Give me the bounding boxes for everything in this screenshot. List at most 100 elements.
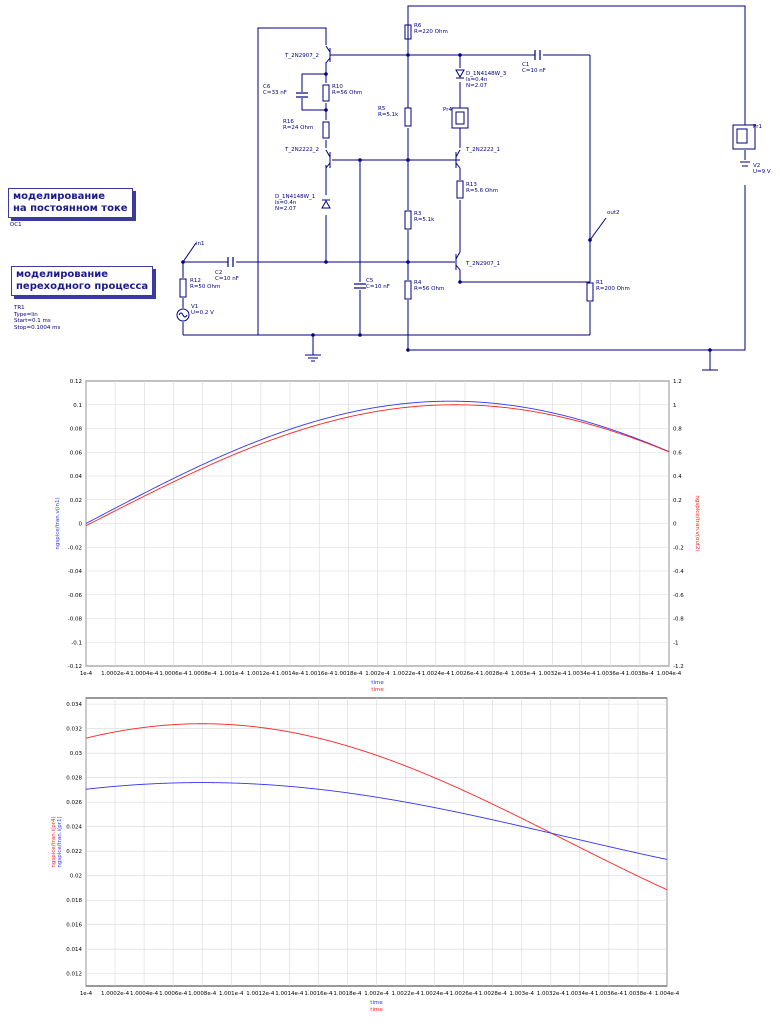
x-axis-label-2: time [371,687,384,693]
y-right-tick-label: -1 [673,640,678,646]
series-line-1 [85,404,670,527]
x-tick-label: 1.0026e-4 [451,671,480,677]
svg-text:C2: C2 [215,270,222,276]
x-tick-label: 1.004e-4 [655,991,680,997]
y-right-tick-label: 0.8 [673,427,682,433]
x-tick-label: 1.0006e-4 [159,991,188,997]
x-tick-label: 1.0008e-4 [189,671,218,677]
svg-text:R=5.6 Ohm: R=5.6 Ohm [466,188,498,194]
x-tick-label: 1.0036e-4 [597,671,626,677]
svg-text:R=56 Ohm: R=56 Ohm [414,286,444,292]
x-tick-label: 1.004e-4 [657,671,682,677]
x-tick-label: 1.0002e-4 [101,671,130,677]
svg-text:R10: R10 [332,84,343,90]
x-tick-label: 1.002e-4 [364,991,389,997]
y-tick-label: 0.04 [70,474,83,480]
y-axis-label-2: ngspice/tran.i(pr1) [57,816,63,867]
y-tick-label: 0.022 [66,849,82,855]
y-tick-label: -0.12 [68,664,82,670]
x-axis-label-2: time [370,1007,383,1013]
y-tick-label: 0 [79,522,83,528]
svg-text:R=200 Ohm: R=200 Ohm [596,286,630,292]
probes [451,107,756,150]
y-tick-label: 0.034 [66,702,82,708]
transient-params: TR1 Type=lin Start=0.1 ms Stop=0.1004 ms [14,305,61,331]
svg-text:V1: V1 [191,304,198,310]
resistors [179,24,594,302]
y-right-tick-label: 1.2 [673,379,682,385]
svg-text:R16: R16 [283,119,294,125]
x-tick-label: 1.0012e-4 [247,671,276,677]
svg-text:C=10 nF: C=10 nF [215,276,239,282]
y-tick-label: 0.018 [66,898,82,904]
y-tick-label: -0.08 [68,617,83,623]
y-axis-label: ngspice/tran.v(in1) [55,497,61,549]
x-axis-label: time [371,680,384,686]
transient-simulation-box[interactable]: моделирование переходного процесса [11,266,154,296]
y-right-tick-label: -0.8 [673,617,684,623]
y-right-tick-label: 0 [673,522,677,528]
x-axis-label: time [370,1000,383,1006]
x-tick-label: 1.0034e-4 [566,991,595,997]
y-tick-label: 0.1 [73,403,82,409]
x-tick-label: 1.0012e-4 [246,991,275,997]
series-line-0 [85,723,668,891]
transistors [325,45,461,271]
x-tick-label: 1.0002e-4 [101,991,130,997]
svg-text:Pr4: Pr4 [443,107,452,113]
y-tick-label: 0.028 [66,776,82,782]
x-tick-label: 1.0028e-4 [480,671,509,677]
svg-text:U=9 V: U=9 V [753,169,771,175]
x-tick-label: 1.0014e-4 [276,671,305,677]
x-tick-label: 1.0014e-4 [275,991,304,997]
y-tick-label: 0.016 [66,923,82,929]
y-tick-label: -0.02 [68,545,82,551]
y-tick-label: 0.026 [66,800,82,806]
svg-text:R12: R12 [190,278,201,284]
svg-text:Pr1: Pr1 [753,124,762,130]
y-right-tick-label: 0.2 [673,498,682,504]
y-tick-label: 0.08 [70,427,83,433]
svg-text:R1: R1 [596,280,603,286]
x-tick-label: 1.0016e-4 [304,991,333,997]
y-tick-label: -0.04 [68,569,83,575]
svg-text:R=5.1k: R=5.1k [378,112,399,118]
svg-text:Is=0.4n: Is=0.4n [466,77,488,83]
x-tick-label: 1.002e-4 [365,671,390,677]
dc-simulation-box[interactable]: моделирование на постоянном токе [8,188,133,218]
dc-label: DC1 [10,222,22,228]
x-tick-label: 1.0024e-4 [421,991,450,997]
svg-text:U=0.2 V: U=0.2 V [191,310,214,316]
y-tick-label: 0.024 [66,825,82,831]
svg-text:C=33 nF: C=33 nF [263,90,287,96]
y-right-tick-label: 0.6 [673,450,682,456]
y-tick-label: 0.012 [66,972,82,978]
svg-text:N=2.07: N=2.07 [466,83,487,89]
x-tick-label: 1.0038e-4 [626,671,655,677]
x-tick-label: 1.001e-4 [219,991,244,997]
svg-text:R=5.1k: R=5.1k [414,217,435,223]
svg-text:out2: out2 [607,210,620,216]
diodes [321,69,465,209]
svg-text:R5: R5 [378,106,386,112]
y-right-axis-label: ngspice/tran.v(out2) [694,495,700,551]
series-line-1 [85,782,668,860]
svg-text:R13: R13 [466,182,477,188]
label-r6: R6 [414,23,422,29]
series-line-0 [85,400,670,524]
svg-text:R=50 Ohm: R=50 Ohm [190,284,220,290]
y-tick-label: 0.032 [66,727,82,733]
x-tick-label: 1.0004e-4 [130,671,159,677]
voltage-sources [176,161,750,322]
svg-text:R=220 Ohm: R=220 Ohm [414,29,448,35]
y-right-tick-label: 0.4 [673,474,682,480]
svg-text:C5: C5 [366,278,374,284]
x-tick-label: 1.001e-4 [219,671,244,677]
svg-text:C=10 nF: C=10 nF [366,284,390,290]
x-tick-label: 1.0018e-4 [333,991,362,997]
x-tick-label: 1.003e-4 [511,671,536,677]
x-tick-label: 1.0032e-4 [538,671,567,677]
y-tick-label: 0.03 [70,751,83,757]
